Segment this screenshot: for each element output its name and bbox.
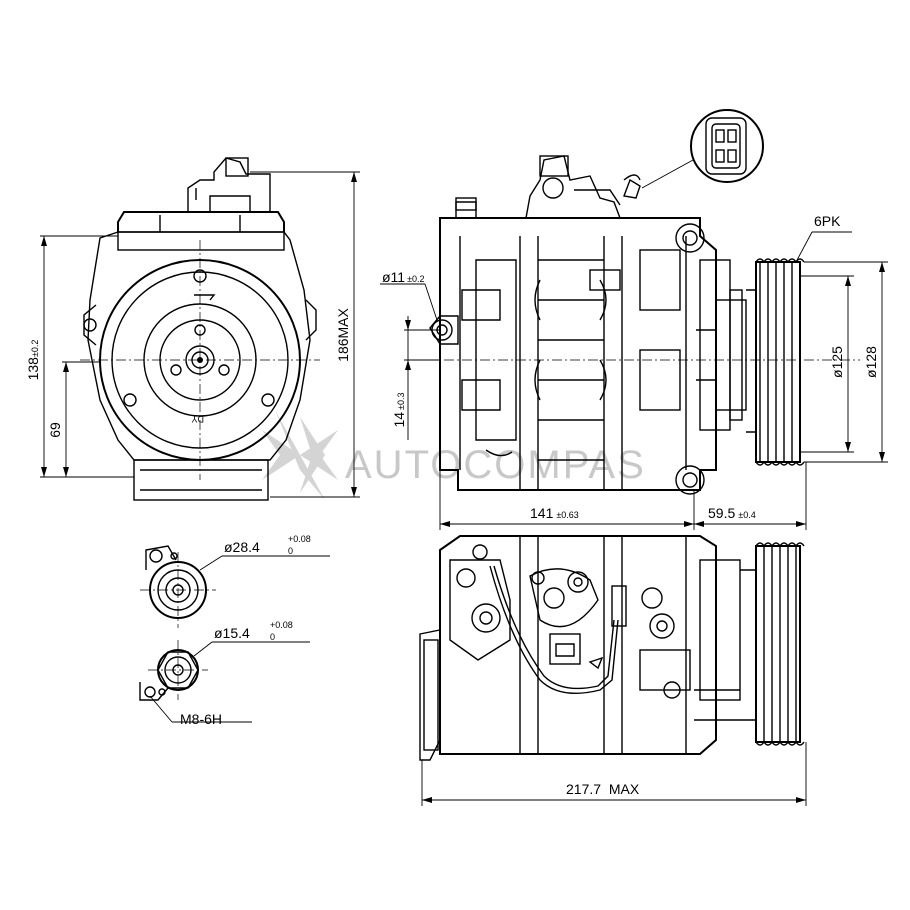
svg-text:0: 0 xyxy=(270,632,275,642)
dim-141-label: 141±0.63 xyxy=(530,505,579,521)
watermark: AUTOCOMPAS xyxy=(262,410,646,500)
top-view: 217.7 MAX xyxy=(419,535,807,806)
pulley-128-label: ø128 xyxy=(863,346,879,378)
overall-length-label: 217.7 MAX xyxy=(566,781,640,797)
watermark-text: AUTOCOMPAS xyxy=(345,443,646,487)
dim-14-label: 14±0.3 xyxy=(391,392,407,427)
svg-text:DY: DY xyxy=(191,414,204,424)
port-15-4-label: ø15.4 xyxy=(214,625,250,641)
svg-text:0: 0 xyxy=(288,546,293,556)
pulley-grooves-label: 6PK xyxy=(814,213,841,229)
dim-186max-label: 186MAX xyxy=(335,307,351,361)
dim-138-label: 138±0.2 xyxy=(25,340,41,381)
svg-text:+0.08: +0.08 xyxy=(288,534,311,544)
pulley-125-label: ø125 xyxy=(829,346,845,378)
svg-text:+0.08: +0.08 xyxy=(270,620,293,630)
dim-59-5-label: 59.5±0.4 xyxy=(708,505,756,521)
side-view: ø11±0.2 14±0.3 141±0.63 59.5±0.4 6PK xyxy=(380,109,888,530)
thread-label: M8-6H xyxy=(180,711,222,727)
port-details: ø28.4 +0.08 0 ø15.4 +0.08 0 M8-6H xyxy=(139,534,330,727)
dim-69-label: 69 xyxy=(47,422,63,438)
watermark-logo-icon xyxy=(262,410,338,500)
front-view: DY 138±0.2 69 186MAX xyxy=(25,157,360,501)
dim-11-label: ø11±0.2 xyxy=(382,269,425,285)
port-28-4-label: ø28.4 xyxy=(224,539,260,555)
